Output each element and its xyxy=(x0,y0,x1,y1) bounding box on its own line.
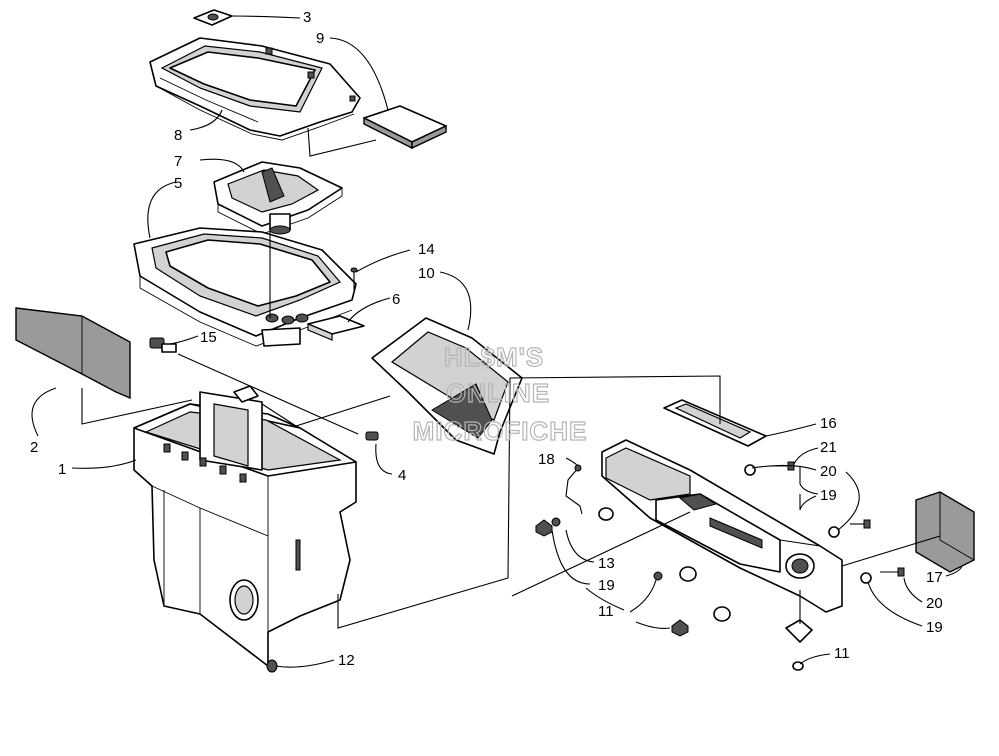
part-foam-strip-2 xyxy=(15,307,131,400)
base-plate-ports xyxy=(265,313,309,325)
part-foam-17 xyxy=(915,491,975,573)
callout-6: 6 xyxy=(392,291,400,308)
part-airbox-1 xyxy=(133,385,357,667)
callout-3: 3 xyxy=(303,9,311,26)
callout-12: 12 xyxy=(338,652,355,669)
callout-15: 15 xyxy=(200,329,217,346)
part-gasket-16 xyxy=(663,399,767,447)
part-grommet-6 xyxy=(307,315,365,341)
callout-4: 4 xyxy=(398,467,406,484)
callout-9: 9 xyxy=(316,30,324,47)
callout-7: 7 xyxy=(174,153,182,170)
assembly-guide-lines xyxy=(81,127,941,629)
callout-19-right: 19 xyxy=(926,619,943,636)
leader-lines xyxy=(31,15,963,668)
callout-11-left: 11 xyxy=(598,603,614,620)
part-bolt-4 xyxy=(365,431,379,441)
hardware-washers xyxy=(598,464,872,671)
callout-19-left: 19 xyxy=(598,577,615,594)
part-hose-18 xyxy=(565,464,583,515)
callout-21: 21 xyxy=(820,439,837,456)
callout-8: 8 xyxy=(174,127,182,144)
callout-16: 16 xyxy=(820,415,837,432)
callout-20-top: 20 xyxy=(820,463,837,480)
callout-5: 5 xyxy=(174,175,182,192)
part-filter-9 xyxy=(363,105,447,150)
part-fitting-15 xyxy=(149,337,177,353)
part-screw-14 xyxy=(350,267,358,290)
hardware-nuts xyxy=(535,517,813,643)
watermark: HL$M'S ONLINE MICROFICHE xyxy=(412,341,588,446)
watermark-line-2: ONLINE xyxy=(446,378,550,408)
callout-14: 14 xyxy=(418,241,435,258)
watermark-line-3: MICROFICHE xyxy=(413,416,588,446)
callout-19-top: 19 xyxy=(820,487,837,504)
callout-20-right: 20 xyxy=(926,595,943,612)
callout-13: 13 xyxy=(598,555,615,572)
part-duct-body xyxy=(601,439,843,613)
callout-1: 1 xyxy=(58,461,66,478)
callout-10: 10 xyxy=(418,265,435,282)
part-duct-10 xyxy=(371,317,523,455)
part-airbox-lid-8 xyxy=(149,37,361,141)
callout-11-right: 11 xyxy=(834,645,850,662)
callout-18: 18 xyxy=(538,451,555,468)
callout-17: 17 xyxy=(926,569,943,586)
part-gasket-3 xyxy=(193,9,233,26)
part-base-plate-5 xyxy=(133,227,357,347)
part-plug-12 xyxy=(266,659,278,673)
part-intake-7 xyxy=(213,161,343,235)
watermark-line-1: HL$M'S xyxy=(444,342,544,372)
callout-labels: 3 9 8 7 5 14 10 6 15 2 1 4 12 18 13 19 1… xyxy=(30,9,943,669)
airbox-slots xyxy=(163,443,301,571)
callout-2: 2 xyxy=(30,439,38,456)
